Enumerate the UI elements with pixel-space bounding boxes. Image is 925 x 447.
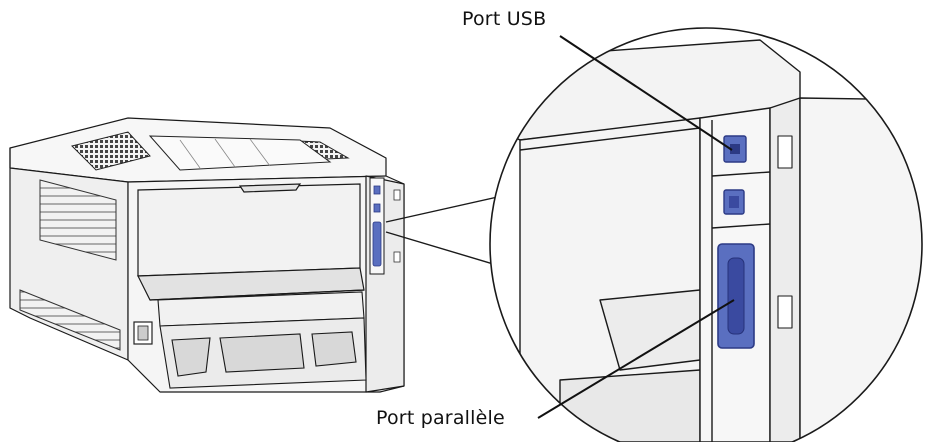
small-network-port-icon [374, 204, 380, 212]
small-usb-port-icon [374, 186, 380, 194]
magnified-port-view [480, 28, 925, 442]
parallel-port-icon [718, 244, 754, 348]
parallel-port-label: Port parallèle [376, 407, 505, 429]
secondary-port-icon [724, 190, 744, 214]
rear-door [138, 184, 364, 300]
usb-port-label: Port USB [462, 8, 546, 30]
lower-feed-area [158, 292, 366, 388]
small-parallel-port-icon [373, 222, 381, 266]
usb-port-icon [724, 136, 746, 162]
